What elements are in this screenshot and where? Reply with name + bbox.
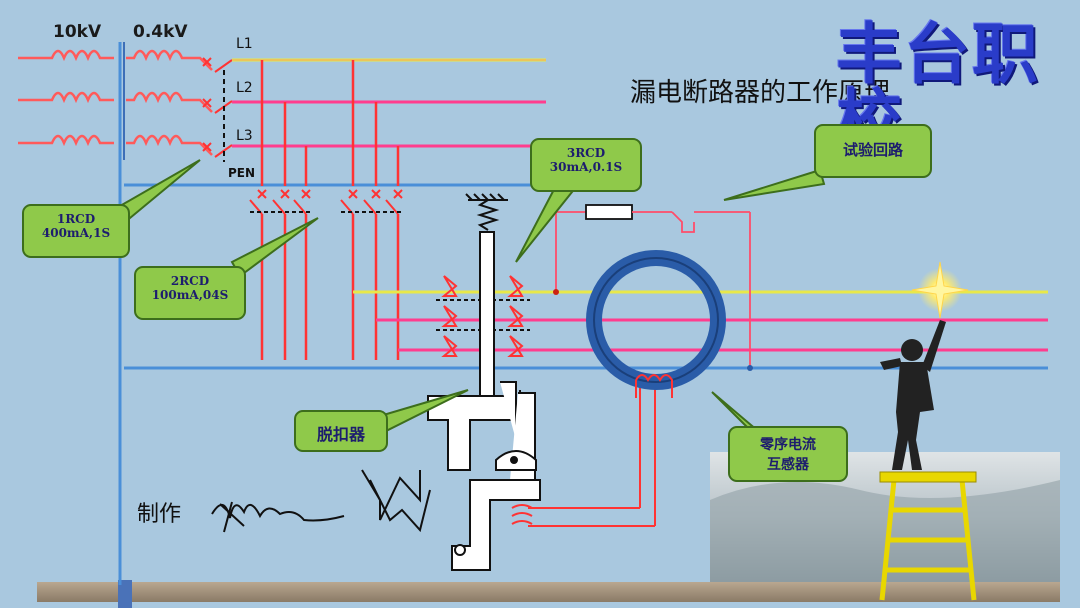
trip-mechanism — [427, 381, 541, 571]
trip-spring — [465, 193, 508, 231]
lv-voltage-label: 0.4kV — [133, 22, 188, 42]
l1-label: L1 — [236, 36, 253, 52]
callout-rcd1: 1RCD 400mA,1S — [22, 204, 130, 258]
l2-label: L2 — [236, 80, 253, 96]
callout-zero-sequence-ct: 零序电流 互感器 — [728, 426, 848, 482]
backdrop-waves — [710, 480, 1060, 582]
main-contacts — [361, 469, 431, 533]
callout-rcd3: 3RCD 30mA,0.1S — [530, 138, 642, 192]
rcd2-contacts — [249, 189, 403, 215]
hv-voltage-label: 10kV — [53, 22, 102, 42]
lv-winding — [126, 49, 213, 156]
branch-outgoing — [260, 214, 400, 360]
credit-label: 制作 — [137, 502, 182, 527]
ground-strip — [37, 582, 1060, 602]
rcd3-contacts — [441, 275, 524, 357]
signature — [211, 501, 345, 533]
trip-coil — [511, 384, 656, 527]
l3-label: L3 — [236, 128, 253, 144]
page-title: 漏电断路器的工作原理 — [630, 78, 891, 108]
callout-trip-unit: 脱扣器 — [294, 410, 388, 452]
ground-post — [118, 580, 132, 608]
worker-figure — [880, 320, 946, 470]
ct-secondary-coil — [635, 374, 673, 398]
callout-rcd2: 2RCD 100mA,04S — [134, 266, 246, 320]
test-loop — [555, 204, 751, 368]
branch-drops — [260, 60, 400, 186]
ladder — [879, 479, 977, 601]
hv-winding — [18, 49, 114, 147]
pen-label: PEN — [228, 166, 256, 180]
trip-rod — [479, 231, 495, 413]
callout-test-loop: 试验回路 — [814, 124, 932, 178]
